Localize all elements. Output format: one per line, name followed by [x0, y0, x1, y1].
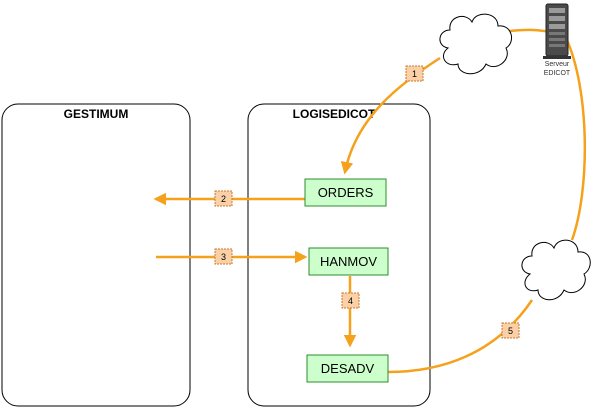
connector-server-to-cloud2: [564, 37, 587, 241]
process-desadv-label: DESADV: [321, 361, 375, 376]
cloud-icon: [439, 13, 513, 75]
step-label-2: 2: [221, 194, 226, 204]
process-desadv: DESADV: [306, 354, 389, 383]
step-label-3: 3: [221, 252, 226, 262]
step-label-1: 1: [412, 69, 417, 79]
step-badge-1: 1: [405, 65, 424, 82]
gestimum-title: GESTIMUM: [64, 107, 129, 121]
process-orders-label: ORDERS: [318, 185, 374, 200]
process-orders-box: [304, 178, 387, 207]
connector-server-to-orders: [340, 56, 441, 175]
connectors: [153, 28, 587, 374]
process-hanmov-box: [308, 247, 389, 276]
process-hanmov: HANMOV: [308, 247, 389, 276]
cloud-icon: [521, 239, 591, 301]
gestimum-panel-frame: [1, 103, 191, 407]
step-badge-3: 3: [214, 248, 233, 265]
server-label-line2: EDICOT: [544, 70, 571, 77]
server-label-line1: Serveur: [545, 61, 570, 68]
server-tower-icon: [543, 3, 571, 59]
connector-desadv-to-cloud2: [387, 299, 534, 374]
step-badge-2: 2: [214, 190, 233, 207]
process-desadv-box: [306, 354, 389, 383]
process-hanmov-label: HANMOV: [320, 254, 377, 269]
step-badge-5: 5: [501, 322, 520, 339]
logisedicot-title: LOGISEDICOT: [293, 107, 376, 121]
step-label-5: 5: [508, 326, 513, 336]
process-orders: ORDERS: [304, 178, 387, 207]
step-label-4: 4: [348, 296, 353, 306]
step-badge-4: 4: [341, 292, 360, 309]
gestimum-panel: GESTIMUM: [1, 103, 191, 407]
